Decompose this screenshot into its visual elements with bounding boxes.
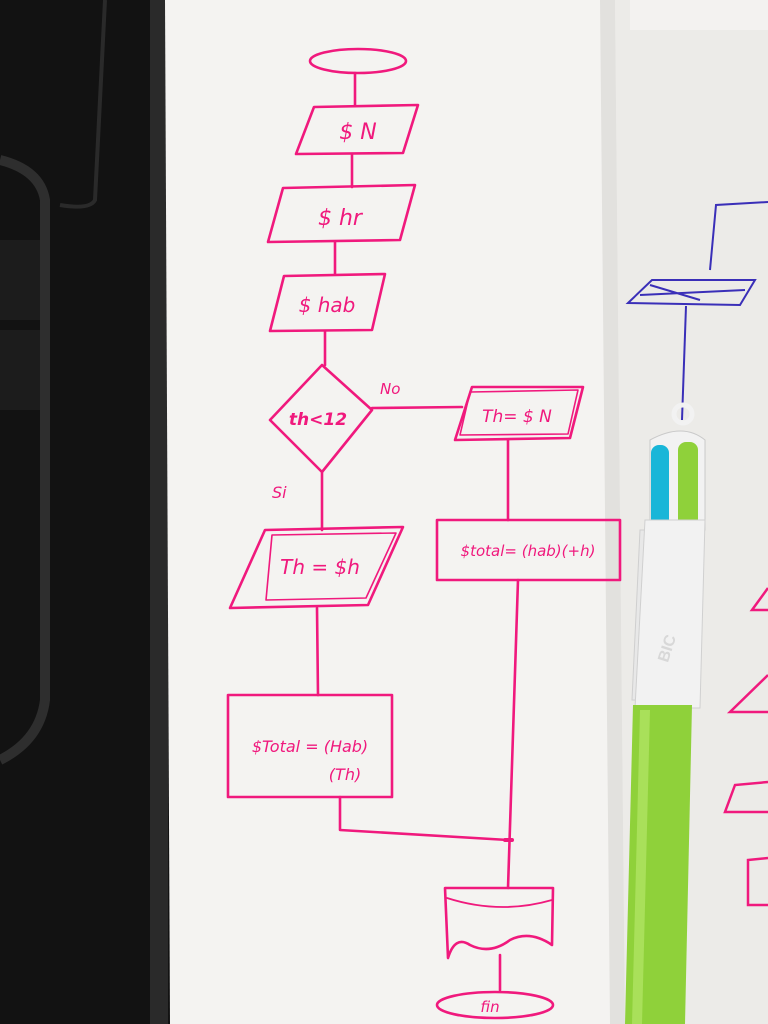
end-text: fin (480, 998, 499, 1016)
output-th-h-inner (265, 532, 397, 601)
end-terminator (435, 990, 555, 1020)
decision-text: th<12 (289, 410, 347, 430)
laptop-edge (150, 0, 168, 1024)
back-paper-top (630, 0, 768, 30)
label-no: No (380, 380, 400, 398)
process-total-right-shape (435, 518, 622, 582)
input-n-text: $ N (339, 120, 376, 145)
bic-pen: BIC (625, 402, 706, 1024)
laptop-key (0, 240, 40, 320)
flowchart (226, 47, 622, 1020)
label-si: Si (272, 483, 287, 502)
connector-merge (338, 795, 510, 842)
pen-ring (671, 402, 695, 426)
process-total-left-text-1: $Total = (Hab) (252, 737, 368, 756)
document-shape (443, 886, 555, 960)
start-terminator (308, 47, 408, 75)
output-th-n-text: Th= $ N (482, 407, 552, 427)
laptop-key-2 (0, 330, 40, 410)
input-hr-text: $ hr (318, 206, 364, 231)
pink-ink-sketch-right (723, 587, 768, 907)
pen-green-slider (678, 442, 698, 534)
input-hab-shape (268, 272, 387, 333)
input-hr-shape (266, 183, 417, 244)
blue-ink-sketch (625, 201, 768, 421)
pen-barrel-highlight (632, 710, 650, 1024)
main-paper-shade (600, 0, 625, 1024)
process-total-right-text: $total= (hab)(+h) (461, 542, 596, 560)
connector-7 (315, 606, 320, 697)
connector-6 (506, 578, 520, 890)
pen-cyan-slider (651, 445, 669, 532)
pen-white-body (634, 519, 706, 709)
laptop-background (0, 0, 170, 1024)
output-th-n-inner (459, 389, 579, 436)
connector-no-branch (370, 405, 464, 410)
process-total-left-text-2: (Th) (329, 765, 361, 784)
output-th-h-shape (228, 525, 405, 610)
process-total-left-shape (226, 693, 394, 799)
main-paper (165, 0, 625, 1024)
document-top-curve (446, 897, 553, 908)
output-th-h-text: Th = $h (280, 555, 360, 579)
output-th-n-shape (453, 385, 585, 442)
input-n-shape (294, 103, 420, 156)
laptop-cable (0, 155, 50, 765)
laptop-cable-2 (59, 0, 107, 209)
input-hab-text: $ hab (299, 293, 356, 317)
